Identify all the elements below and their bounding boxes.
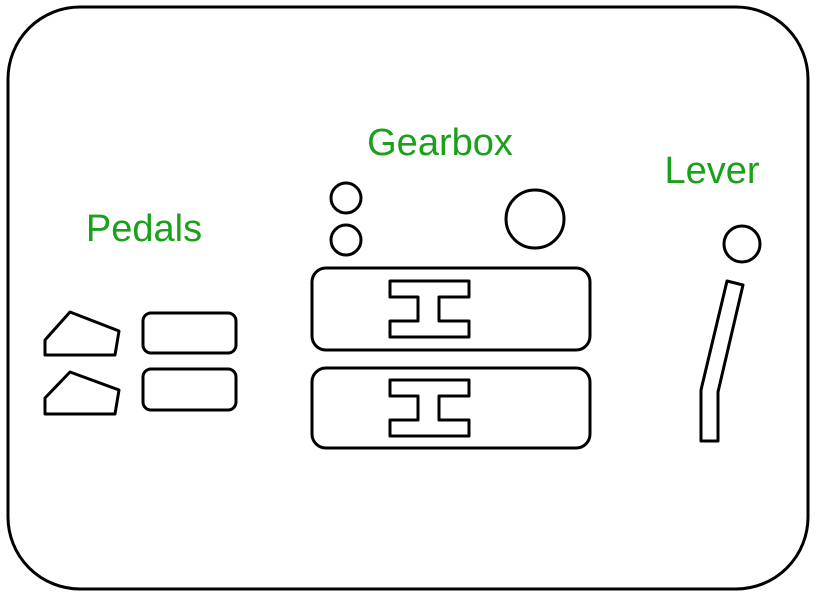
right-pedal-top[interactable] [141,311,238,355]
gearbox-knob-small-top[interactable] [329,181,363,215]
gearbox-upper-shift-gate-icon[interactable] [388,279,471,339]
gearbox-lower-shift-gate-icon[interactable] [388,378,471,438]
lever-label: Lever [664,150,759,192]
pedals-label: Pedals [86,208,202,250]
lever-group: Lever [664,150,762,443]
gearbox-knob-small-bottom[interactable] [329,223,363,257]
lever-knob[interactable] [722,224,762,264]
gearbox-upper-slot [310,266,592,352]
panel-frame [6,5,810,591]
gearbox-label: Gearbox [367,122,513,164]
pedals-group: Pedals [43,208,238,416]
gearbox-knob-large[interactable] [504,188,566,250]
left-pedal-top[interactable] [43,310,121,357]
right-pedal-bottom[interactable] [141,367,238,412]
gearbox-lower-slot [310,366,592,450]
lever-stick-icon[interactable] [699,279,745,443]
gearbox-group: Gearbox [310,122,592,450]
left-pedal-bottom[interactable] [43,370,121,416]
